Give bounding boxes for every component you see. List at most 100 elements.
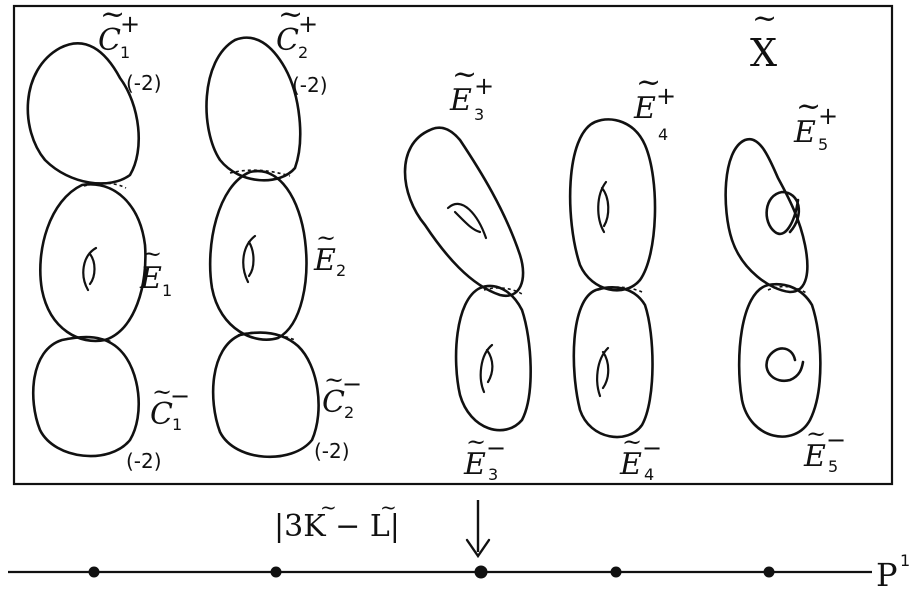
handle-e3-plus-inner bbox=[453, 210, 482, 234]
base-points bbox=[88, 565, 775, 579]
self-intersection-c1-plus: (-2) bbox=[126, 71, 162, 95]
label-e4-plus: ~ E + 4 bbox=[633, 65, 676, 144]
label-e3-plus-sub: 3 bbox=[474, 105, 484, 124]
label-c2-plus: ~ C + 2 (-2) bbox=[276, 0, 328, 97]
label-c1-minus-sub: 1 bbox=[172, 415, 182, 434]
label-c1-plus-sub: 1 bbox=[120, 43, 130, 62]
svg-text:~: ~ bbox=[316, 224, 336, 252]
label-c2-minus-sub: 2 bbox=[344, 403, 354, 422]
label-e5-minus-letter: E bbox=[803, 439, 826, 474]
handle-e3-minus-inner bbox=[485, 348, 494, 384]
curve-c2-minus bbox=[211, 331, 320, 459]
label-c1-minus-letter: C bbox=[150, 397, 173, 432]
handle-e1-inner bbox=[88, 252, 96, 286]
label-c2-minus-letter: C bbox=[322, 385, 345, 420]
surface-label: ~ X bbox=[750, 1, 777, 75]
handle-e1 bbox=[82, 246, 98, 292]
curve-e3-plus bbox=[403, 126, 525, 298]
base-point-1 bbox=[88, 566, 100, 578]
label-c2-plus-letter: C bbox=[276, 23, 299, 58]
svg-text:~: ~ bbox=[100, 0, 125, 32]
svg-text:~: ~ bbox=[466, 428, 486, 456]
label-e2-letter: E bbox=[313, 243, 336, 278]
label-c1-plus-sup: + bbox=[120, 10, 140, 38]
label-c2-minus: ~ C − 2 (-2) bbox=[314, 366, 362, 463]
handle-e4-plus-inner bbox=[600, 186, 610, 228]
self-intersection-c1-minus: (-2) bbox=[126, 449, 162, 473]
loop-e5-plus bbox=[765, 190, 801, 236]
self-intersection-c2-plus: (-2) bbox=[292, 73, 328, 97]
map-label-tildes: ~ ~ bbox=[320, 495, 397, 519]
curve-e2 bbox=[208, 169, 308, 341]
handle-e2 bbox=[242, 234, 257, 284]
self-intersection-c2-minus: (-2) bbox=[314, 439, 350, 463]
svg-text:~: ~ bbox=[380, 495, 397, 519]
label-e1: ~ E 1 bbox=[139, 240, 172, 300]
label-e4-minus-sup: − bbox=[642, 434, 662, 462]
curve-e4-minus bbox=[572, 286, 654, 439]
svg-text:~: ~ bbox=[320, 495, 337, 519]
label-e4-plus-letter: E bbox=[633, 91, 656, 126]
label-e2-sub: 2 bbox=[336, 261, 346, 280]
handle-e4-plus bbox=[597, 180, 608, 234]
svg-text:~: ~ bbox=[142, 240, 162, 268]
curve-e5-plus bbox=[724, 137, 809, 294]
svg-text:~: ~ bbox=[152, 378, 172, 406]
label-e3-minus-sup: − bbox=[486, 434, 506, 462]
label-e1-sub: 1 bbox=[162, 281, 172, 300]
label-e4-plus-sup: + bbox=[656, 82, 676, 110]
label-c1-minus-sup: − bbox=[170, 382, 190, 410]
label-e3-plus-letter: E bbox=[449, 83, 472, 118]
svg-text:~: ~ bbox=[806, 420, 826, 448]
svg-text:~: ~ bbox=[636, 65, 661, 100]
curve-c1-minus bbox=[31, 335, 140, 458]
label-c1-plus: ~ C + 1 (-2) bbox=[98, 0, 162, 95]
fiber-4 bbox=[568, 118, 657, 439]
curve-e4-plus bbox=[568, 118, 657, 292]
svg-text:~: ~ bbox=[796, 89, 821, 124]
handle-e3-minus bbox=[479, 343, 494, 394]
fiber-5 bbox=[724, 137, 822, 438]
label-e4-minus-letter: E bbox=[619, 447, 642, 482]
base-label-sup: 1 bbox=[900, 551, 910, 570]
surface-frame bbox=[12, 4, 894, 486]
label-e3-minus: ~ E − 3 bbox=[463, 428, 506, 484]
handle-e4-minus bbox=[596, 346, 610, 398]
label-e1-letter: E bbox=[139, 261, 162, 296]
label-e4-minus: ~ E − 4 bbox=[619, 428, 662, 484]
base-point-5 bbox=[763, 566, 775, 578]
curve-c2-plus bbox=[205, 36, 302, 182]
svg-text:~: ~ bbox=[278, 0, 303, 32]
label-e3-plus: ~ E + 3 bbox=[449, 57, 494, 124]
base-point-3 bbox=[474, 565, 488, 579]
surface-label-tilde: ~ bbox=[752, 1, 777, 36]
fiber-1 bbox=[26, 42, 147, 458]
label-e5-plus-letter: E bbox=[793, 115, 816, 150]
label-e3-minus-letter: E bbox=[463, 447, 486, 482]
fiber-2 bbox=[205, 36, 320, 459]
surface-label-text: X bbox=[750, 31, 777, 75]
label-e3-plus-sup: + bbox=[474, 72, 494, 100]
label-e4-plus-sub: 4 bbox=[658, 125, 668, 144]
label-e4-minus-sub: 4 bbox=[644, 465, 654, 484]
loop-e5-minus bbox=[765, 347, 805, 383]
label-e2: ~ E 2 bbox=[313, 224, 346, 280]
label-c1-minus: ~ C − 1 (-2) bbox=[126, 378, 190, 473]
base-point-2 bbox=[270, 566, 282, 578]
curve-e3-minus bbox=[454, 284, 532, 432]
label-c2-plus-sub: 2 bbox=[298, 43, 308, 62]
label-e5-minus-sup: − bbox=[826, 426, 846, 454]
label-e5-plus-sub: 5 bbox=[818, 135, 828, 154]
base-label: P bbox=[876, 556, 898, 594]
label-c2-plus-sup: + bbox=[298, 10, 318, 38]
curve-c1-plus bbox=[26, 42, 140, 185]
label-e5-minus: ~ E − 5 bbox=[803, 420, 846, 476]
fiber-3 bbox=[403, 126, 532, 432]
label-c2-minus-sup: − bbox=[342, 370, 362, 398]
label-e3-minus-sub: 3 bbox=[488, 465, 498, 484]
handle-e2-inner bbox=[247, 240, 255, 278]
label-c1-plus-letter: C bbox=[98, 23, 121, 58]
handle-e3-plus bbox=[446, 202, 488, 240]
handle-e4-minus-inner bbox=[601, 350, 610, 390]
